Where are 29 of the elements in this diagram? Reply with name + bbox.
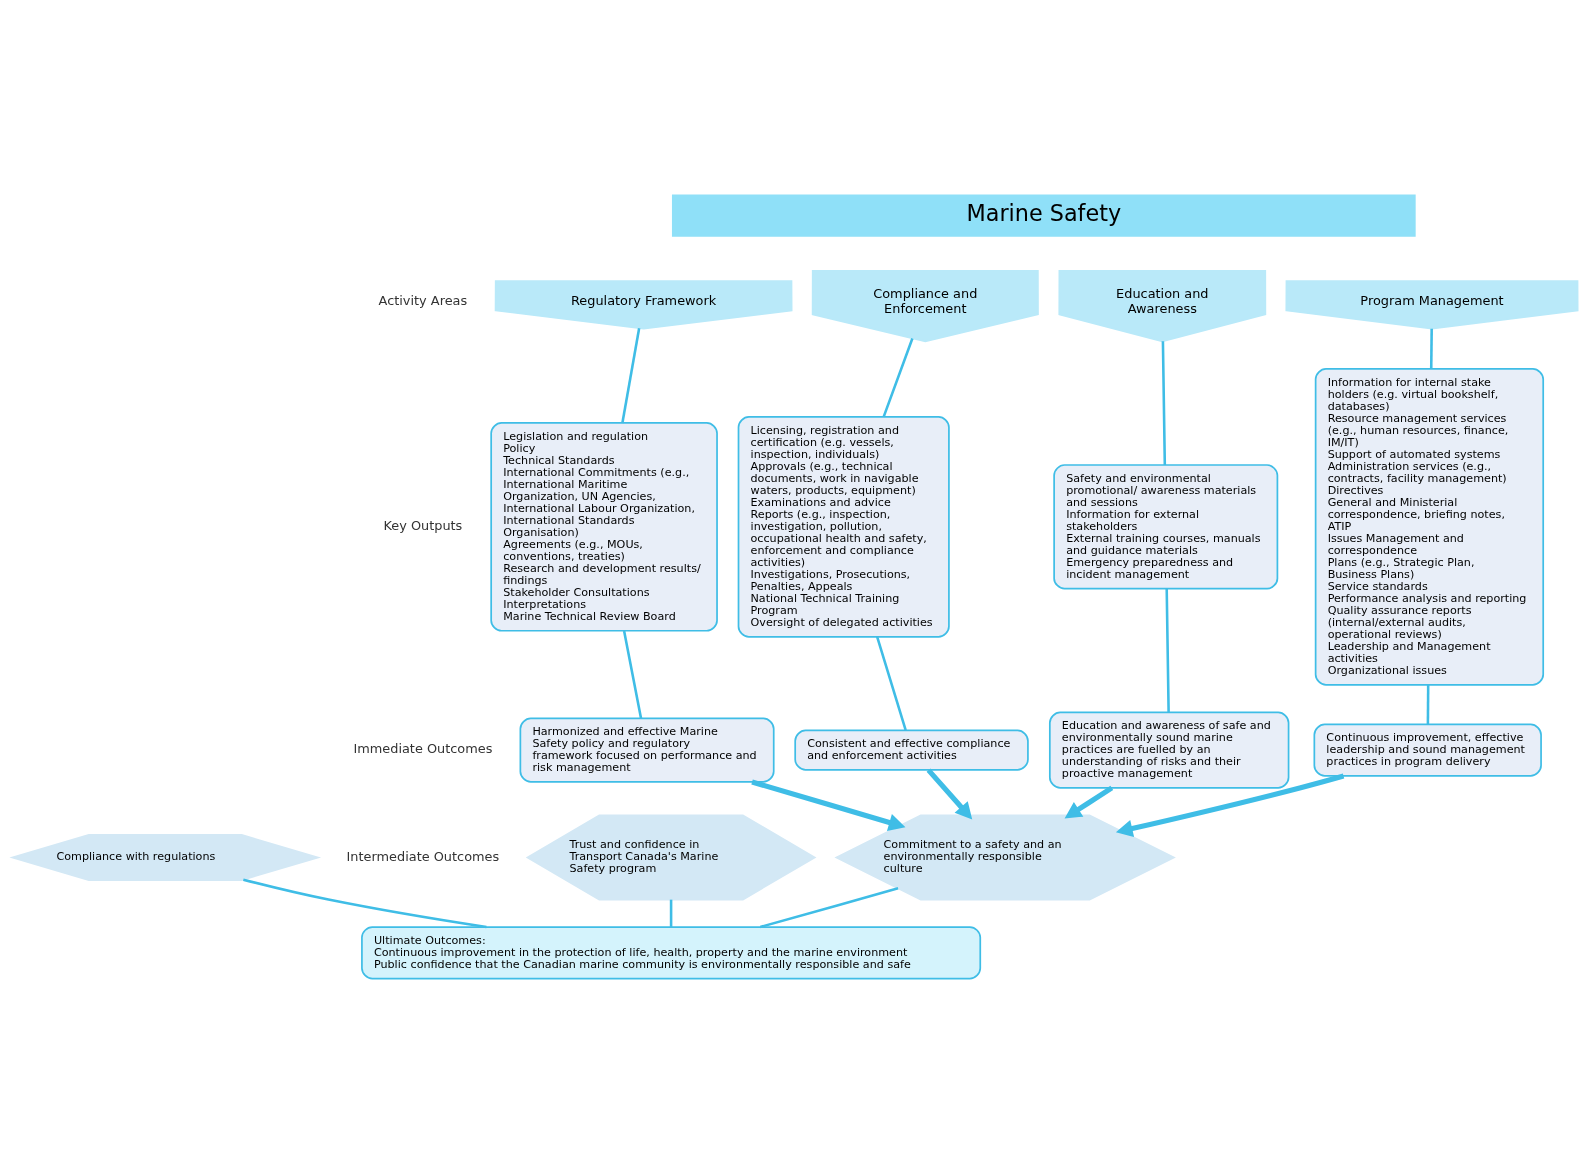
connector — [1429, 328, 1433, 369]
connector — [1165, 588, 1170, 712]
node-box: Licensing, registration and certification (e.g. vessels, inspection, individuals) Approvals (e.g., technical documents, work in navigable waters, products, equipment) Examinations and advice Reports (e.g., inspection, investigation, pollution, occupational health and safety, enforcement and compliance activities) Investigations, Prosecutions, Penalties, Appeals National Technical Training Program Oversight of delegated activities — [737, 415, 950, 638]
connector — [882, 337, 914, 417]
connector — [759, 886, 899, 928]
arrow — [1064, 785, 1114, 818]
connector — [621, 327, 641, 423]
label: Activity Areas — [378, 292, 468, 308]
node-box: Continuous improvement, effective leadership and sound management practices in program delivery — [1313, 723, 1542, 777]
connector — [1161, 340, 1167, 465]
node-box: Safety and environmental promotional/ awareness materials and sessions Information for external stakeholders External training courses, manuals and guidance materials Emergency preparedness and incident management — [1053, 463, 1279, 590]
label: Key Outputs — [383, 517, 463, 533]
node-box: Ultimate Outcomes: Continuous improvement in the protection of life, health, property and the marine environment Public confidence that the Canadian marine community is environmentally responsible and safe — [361, 925, 982, 979]
node-box: Marine Safety — [671, 194, 1416, 237]
label: Immediate Outcomes — [353, 740, 493, 756]
arrow — [926, 767, 973, 819]
connector — [875, 636, 907, 730]
node-box: Education and awareness of safe and environmentally sound marine practices are fuelled by an understanding of risks and their proactive management — [1048, 711, 1290, 789]
arrow — [1115, 772, 1345, 837]
node-box: Legislation and regulation Policy Technical Standards International Commitments (e.g., International Maritime Organization, UN Agencies, International Labour Organization, International Standards Organisation) Agreements (e.g., MOUs, conventions, treaties) Research and development results/ findings Stakeholder Consultations Interpretations Marine Technical Review Board — [490, 421, 718, 632]
connector — [1426, 684, 1430, 724]
node-box: Information for internal stake holders (e.g. virtual bookshelf, databases) Resource management services (e.g., human resources, finance, IM/IT) Support of automated systems Administration services (e.g., contracts, facility management) Directives General and Ministerial correspondence, briefing notes, ATIP Issues Management and correspondence Plans (e.g., Strategic Plan, Business Plans) Service standards Performance analysis and reporting Quality assurance reports (internal/external audits, operational reviews) Leadership and Management activities Organizational issues — [1314, 367, 1545, 686]
node-box: Consistent and effective compliance and enforcement activities — [794, 729, 1029, 771]
arrow — [751, 779, 906, 831]
connector — [622, 630, 643, 718]
connector — [243, 877, 487, 928]
connector — [669, 899, 673, 927]
node-box: Harmonized and effective Marine Safety policy and regulatory framework focused on performance and risk management — [519, 717, 775, 783]
label: Intermediate Outcomes — [346, 847, 500, 863]
